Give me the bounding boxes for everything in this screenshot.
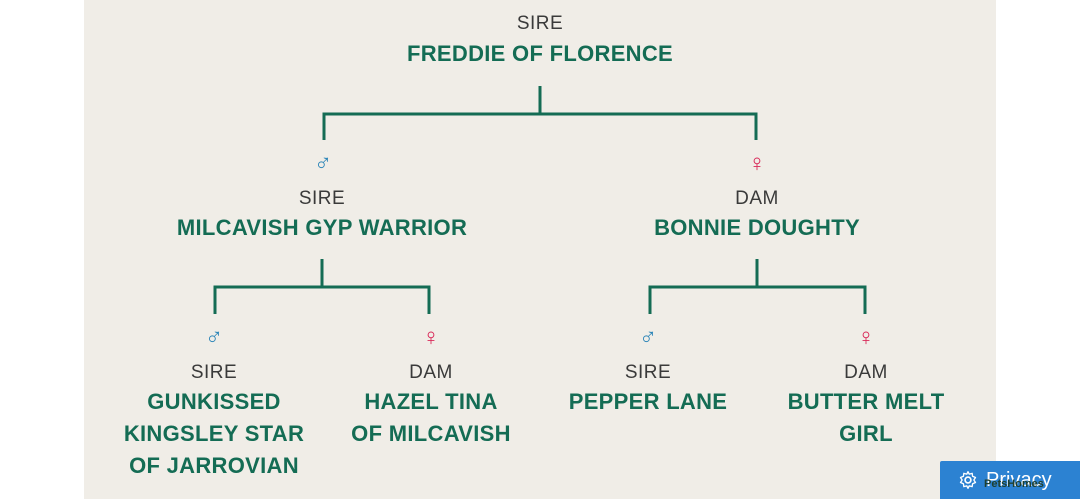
connector-root — [322, 86, 758, 140]
female-icon: ♀ — [422, 324, 440, 351]
grandsire-2-role: SIRE — [624, 362, 672, 383]
root-name: FREDDIE OF FLORENCE — [406, 41, 674, 66]
dam-name: BONNIE DOUGHTY — [654, 215, 860, 240]
pedigree-panel — [84, 0, 996, 499]
site-watermark: PetsHomes — [984, 478, 1044, 490]
male-icon: ♂ — [639, 324, 657, 351]
female-icon: ♀ — [857, 324, 875, 351]
sire-name: MILCAVISH GYP WARRIOR — [176, 215, 468, 240]
connector-sire — [213, 259, 431, 314]
privacy-label: Privacy — [986, 468, 1052, 491]
root-role: SIRE — [516, 13, 564, 34]
male-icon: ♂ — [314, 150, 332, 177]
grandsire-1-name: GUNKISSED KINGSLEY STAR OF JARROVIAN — [123, 389, 305, 478]
gear-icon — [959, 471, 977, 489]
connector-dam — [648, 259, 867, 314]
grandsire-2-name: PEPPER LANE — [568, 389, 728, 414]
granddam-2-name: BUTTER MELT GIRL — [787, 389, 945, 446]
granddam-1-name: HAZEL TINA OF MILCAVISH — [351, 389, 511, 446]
privacy-button[interactable]: Privacy — [940, 461, 1080, 499]
granddam-1-role: DAM — [409, 362, 453, 383]
female-icon: ♀ — [748, 150, 766, 177]
male-icon: ♂ — [205, 324, 223, 351]
grandsire-1-role: SIRE — [190, 362, 238, 383]
granddam-2-role: DAM — [844, 362, 888, 383]
dam-role: DAM — [735, 188, 779, 209]
sire-role: SIRE — [298, 188, 346, 209]
